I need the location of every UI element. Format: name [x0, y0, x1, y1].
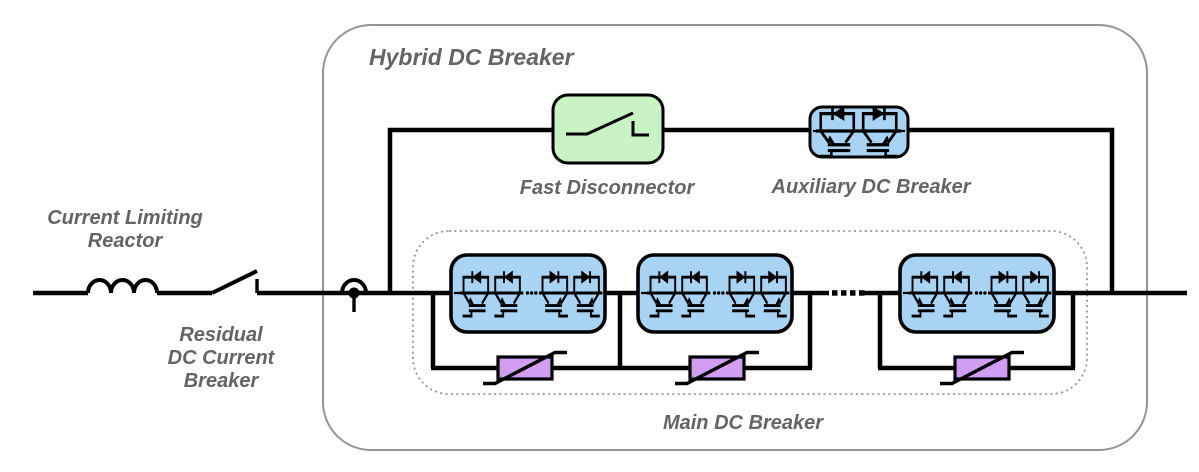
inductor-icon	[86, 278, 159, 294]
disconnect-switch-icon	[211, 269, 259, 295]
current-sensor-icon	[340, 278, 368, 312]
ellipsis-icon	[712, 291, 725, 295]
hybrid-dc-breaker-boundary	[322, 24, 1148, 451]
bypass-branch-wire	[387, 127, 1115, 293]
auxiliary-dc-breaker-label: Auxiliary DC Breaker	[771, 176, 971, 198]
fast-disconnector-box	[551, 93, 665, 165]
main-breaker-module-2	[636, 253, 794, 334]
series-ellipsis-icon	[832, 290, 865, 296]
auxiliary-dc-breaker-box	[808, 104, 910, 159]
main-breaker-module-3	[898, 253, 1056, 334]
fast-disconnector-label: Fast Disconnector	[519, 177, 695, 199]
main-dc-breaker-boundary	[412, 230, 1088, 395]
switch-icon	[566, 111, 649, 137]
hybrid-dc-breaker-title: Hybrid DC Breaker	[369, 44, 574, 70]
ellipsis-icon	[525, 291, 538, 295]
main-dc-breaker-label: Main DC Breaker	[662, 412, 824, 434]
current-limiting-reactor-label: Current Limiting Reactor	[47, 207, 203, 252]
residual-dc-current-breaker-label: Residual DC Current Breaker	[167, 324, 275, 392]
ellipsis-icon	[974, 291, 987, 295]
main-breaker-module-1	[449, 253, 607, 334]
